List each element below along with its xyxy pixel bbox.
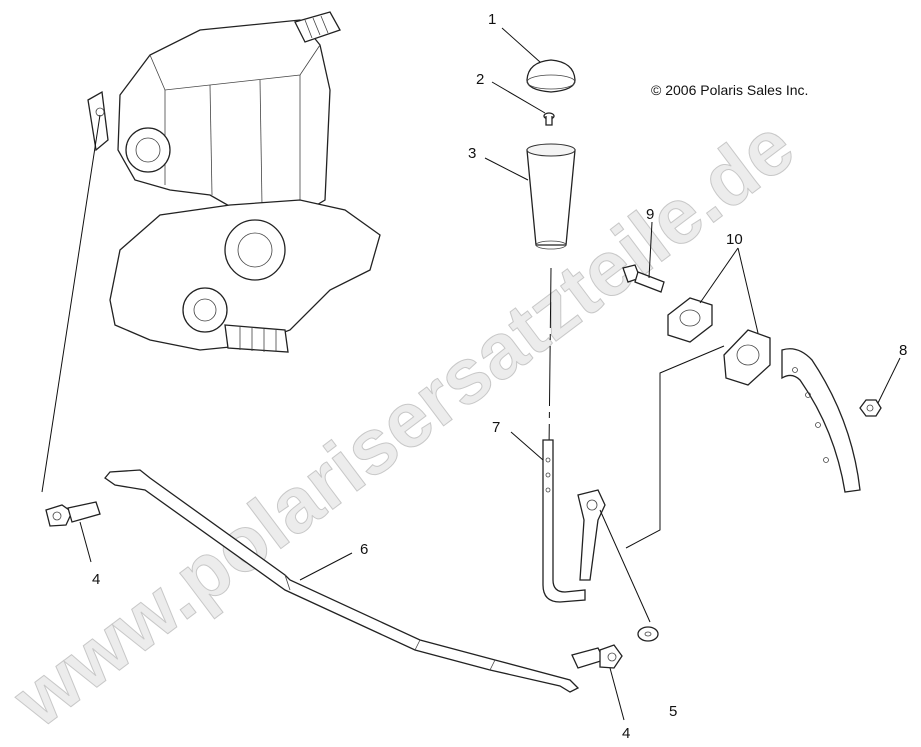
part-8-nut bbox=[859, 399, 882, 417]
callout-4-left: 4 bbox=[92, 571, 100, 588]
callout-2: 2 bbox=[476, 71, 484, 88]
part-4-rod-end-right bbox=[571, 644, 623, 669]
transmission-assembly bbox=[87, 11, 381, 353]
part-1-knob-cap bbox=[526, 59, 576, 93]
callout-7: 7 bbox=[492, 419, 500, 436]
part-7-shift-lever bbox=[542, 439, 606, 603]
copyright-text: © 2006 Polaris Sales Inc. bbox=[651, 82, 808, 98]
part-4-rod-end-left bbox=[45, 501, 101, 527]
callout-6: 6 bbox=[360, 541, 368, 558]
frame-bracket bbox=[781, 348, 861, 493]
callout-9: 9 bbox=[646, 206, 654, 223]
part-5-washer bbox=[637, 626, 659, 642]
callout-4-right: 4 bbox=[622, 725, 630, 742]
callout-5: 5 bbox=[669, 703, 677, 720]
part-3-shift-knob bbox=[526, 143, 576, 250]
callout-8: 8 bbox=[899, 342, 907, 359]
part-6-shift-rod bbox=[104, 469, 580, 693]
part-10-bushing-a bbox=[667, 297, 713, 343]
callout-1: 1 bbox=[488, 11, 496, 28]
callout-10: 10 bbox=[726, 231, 743, 248]
watermark-text: www.polarisersatzteile.de bbox=[0, 101, 810, 744]
part-2-screw bbox=[543, 112, 555, 126]
part-9-bolt bbox=[622, 264, 665, 293]
leader-lines bbox=[41, 27, 901, 721]
callout-3: 3 bbox=[468, 145, 476, 162]
part-10-bushing-b bbox=[723, 329, 771, 386]
